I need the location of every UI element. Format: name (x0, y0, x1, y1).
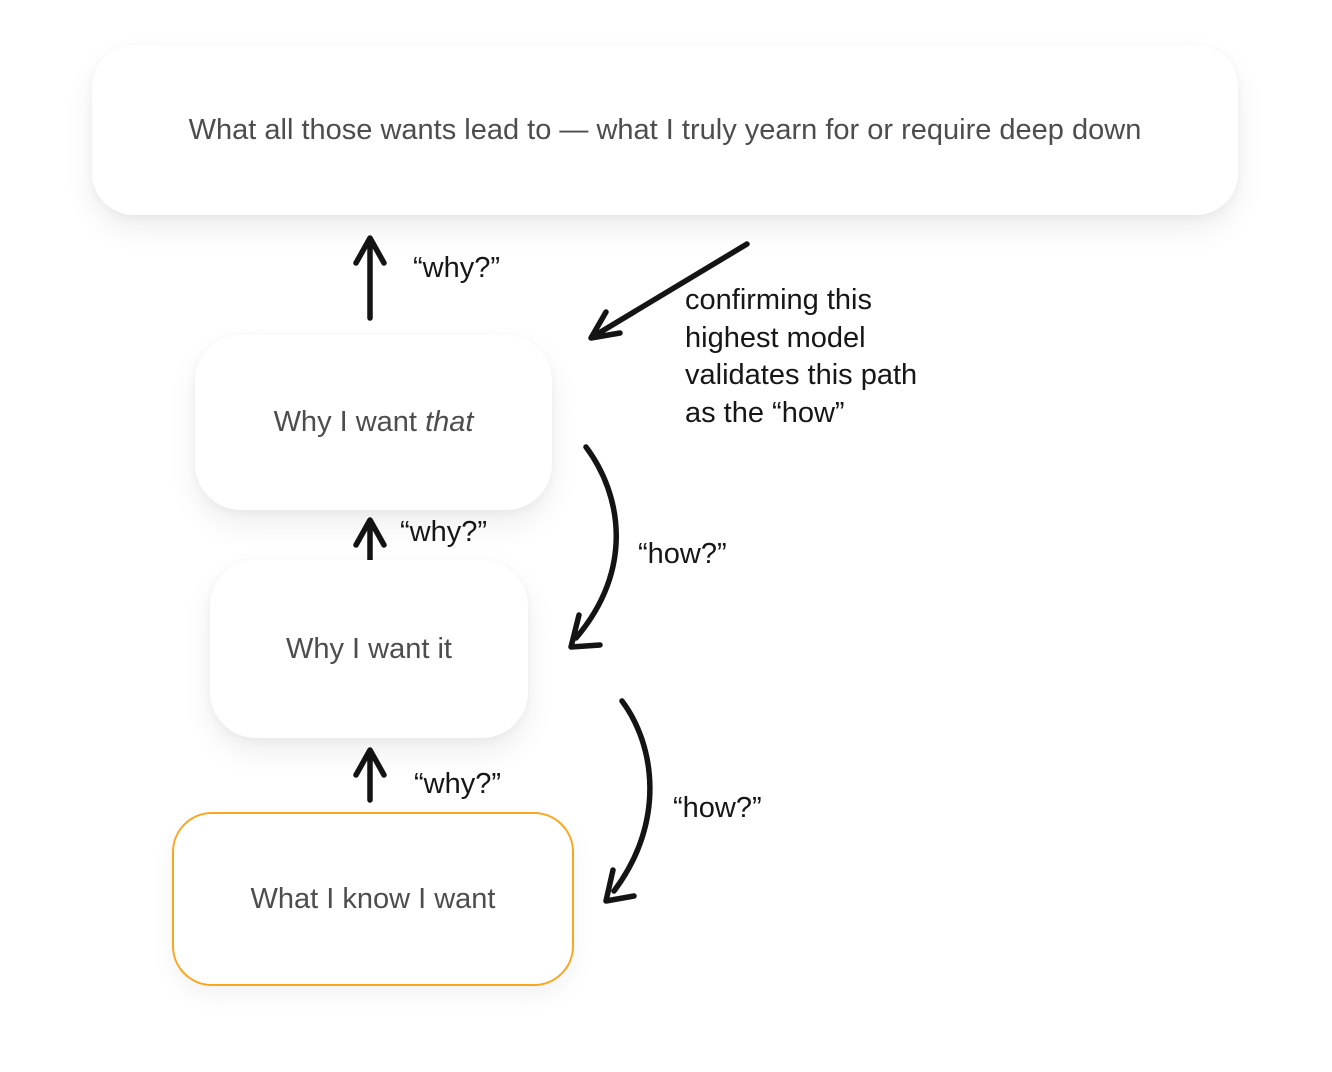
curved-down-arrow-icon-how-top (568, 444, 619, 650)
up-arrow-icon-why-mid (353, 517, 387, 565)
box-why-i-want-it: Why I want it (210, 560, 528, 738)
label-why-top: “why?” (413, 252, 501, 284)
box-why-i-want-it-label: Why I want it (286, 632, 452, 665)
label-why-bottom: “why?” (414, 768, 502, 800)
validation-annotation: confirming this highest model validates … (685, 284, 918, 429)
label-how-bottom: “how?” (673, 792, 762, 824)
up-arrow-icon-why-bottom (353, 747, 387, 803)
emphasized-word: that (425, 406, 474, 438)
box-ultimate-want-label: What all those wants lead to — what I tr… (188, 113, 1142, 146)
label-why-middle: “why?” (400, 516, 488, 548)
curved-down-arrow-icon-how-bottom (603, 698, 653, 904)
box-what-i-know-i-want: What I know I want (172, 812, 574, 986)
up-arrow-icon-why-top (353, 235, 387, 321)
label-how-top: “how?” (638, 538, 727, 570)
diagonal-arrow-icon-validation (588, 241, 750, 341)
box-ultimate-want: What all those wants lead to — what I tr… (92, 45, 1238, 215)
box-why-i-want-that: Why I want that (195, 335, 552, 510)
box-why-i-want-that-label: Why I want that (273, 406, 474, 438)
box-what-i-know-i-want-label: What I know I want (250, 882, 496, 915)
